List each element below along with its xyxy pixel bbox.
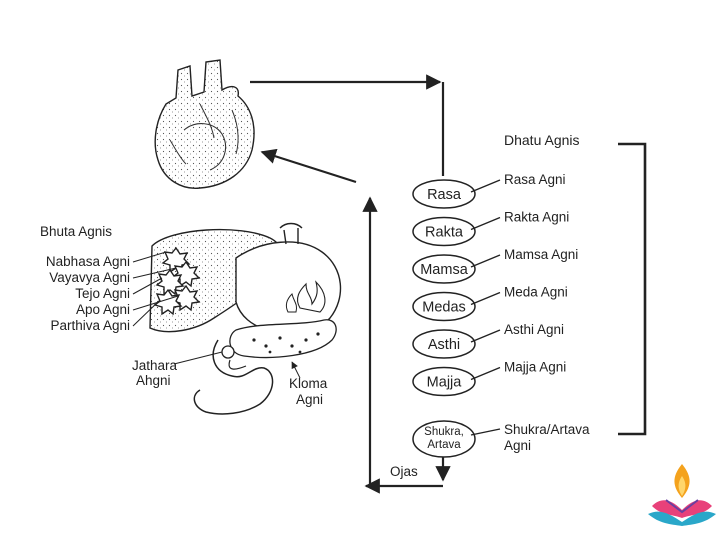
jathara-label: Jathara bbox=[132, 358, 178, 373]
dhatu-node-shape bbox=[412, 291, 476, 322]
bhuta-heading: Bhuta Agnis bbox=[40, 224, 112, 239]
fire-star-icon bbox=[153, 246, 201, 316]
bhuta-agni-label: Tejo Agni bbox=[75, 286, 130, 301]
dhatu-agni-label: Agni bbox=[504, 438, 531, 453]
dhatu-agni-label: Rakta Agni bbox=[504, 210, 569, 225]
bhuta-agni-list: Nabhasa Agni Vayavya Agni Tejo Agni Apo … bbox=[46, 254, 130, 333]
dhatu-agni-label: Mamsa Agni bbox=[504, 247, 578, 262]
dhatu-node-label: Medas bbox=[422, 300, 466, 316]
dhatu-node-label: Rasa bbox=[427, 187, 462, 203]
dhatu-agni-label: Meda Agni bbox=[504, 285, 568, 300]
dhatu-node-label: Asthi bbox=[428, 337, 460, 353]
dhatu-agni-connector bbox=[470, 291, 501, 306]
dhatu-node-label: Artava bbox=[427, 439, 461, 451]
dhatu-node-label: Majja bbox=[427, 375, 463, 391]
heart-illustration bbox=[154, 59, 255, 189]
dhatu-node: Rasa Rasa Agni bbox=[412, 172, 566, 209]
bhuta-agni-label: Parthiva Agni bbox=[50, 318, 130, 333]
dhatu-node: Majja Majja Agni bbox=[412, 360, 566, 397]
digestive-organs-illustration bbox=[149, 222, 342, 415]
dhatu-node-shape bbox=[412, 366, 476, 397]
dhatu-agni-connector bbox=[470, 329, 501, 343]
bhuta-pointer-lines bbox=[132, 251, 179, 327]
dhatu-node: Medas Meda Agni bbox=[412, 285, 568, 322]
dhatu-node-label: Shukra, bbox=[424, 426, 464, 438]
dhatu-node: Asthi Asthi Agni bbox=[412, 322, 564, 359]
dhatu-node-shape bbox=[412, 329, 476, 359]
dhatu-node-shape bbox=[412, 420, 476, 458]
dhatu-agni-label: Majja Agni bbox=[504, 360, 566, 375]
bhuta-agni-label: Apo Agni bbox=[76, 302, 130, 317]
kloma-label: Kloma bbox=[289, 376, 328, 391]
dhatu-heading: Dhatu Agnis bbox=[504, 132, 580, 148]
dhatu-node-shape bbox=[412, 216, 476, 247]
dhatu-agni-connector bbox=[470, 216, 501, 231]
jathara-label: Ahgni bbox=[136, 373, 171, 388]
dhatu-agni-connector bbox=[470, 254, 501, 268]
dhatu-agni-label: Rasa Agni bbox=[504, 172, 566, 187]
flow-arrows bbox=[250, 74, 647, 494]
jathara-pointer bbox=[173, 351, 223, 365]
kloma-label: Agni bbox=[296, 392, 323, 407]
flame-logo-icon bbox=[648, 464, 716, 526]
dhatu-agni-connector bbox=[470, 366, 501, 381]
bhuta-agni-label: Vayavya Agni bbox=[49, 270, 130, 285]
dhatu-node: Mamsa Mamsa Agni bbox=[412, 247, 578, 284]
dhatu-node: Rakta Rakta Agni bbox=[412, 210, 569, 247]
dhatu-node-shape bbox=[412, 179, 476, 209]
ojas-label: Ojas bbox=[390, 464, 418, 479]
bhuta-agni-label: Nabhasa Agni bbox=[46, 254, 130, 269]
dhatu-node-label: Mamsa bbox=[420, 262, 468, 278]
kloma-pointer bbox=[291, 361, 301, 379]
dhatu-node-label: Rakta bbox=[425, 225, 464, 241]
dhatu-node-shape bbox=[412, 254, 476, 284]
dhatu-agni-connector bbox=[470, 428, 501, 436]
dhatu-agni-label: Shukra/Artava bbox=[504, 422, 590, 437]
dhatu-agni-connector bbox=[470, 179, 501, 193]
dhatu-agni-label: Asthi Agni bbox=[504, 322, 564, 337]
